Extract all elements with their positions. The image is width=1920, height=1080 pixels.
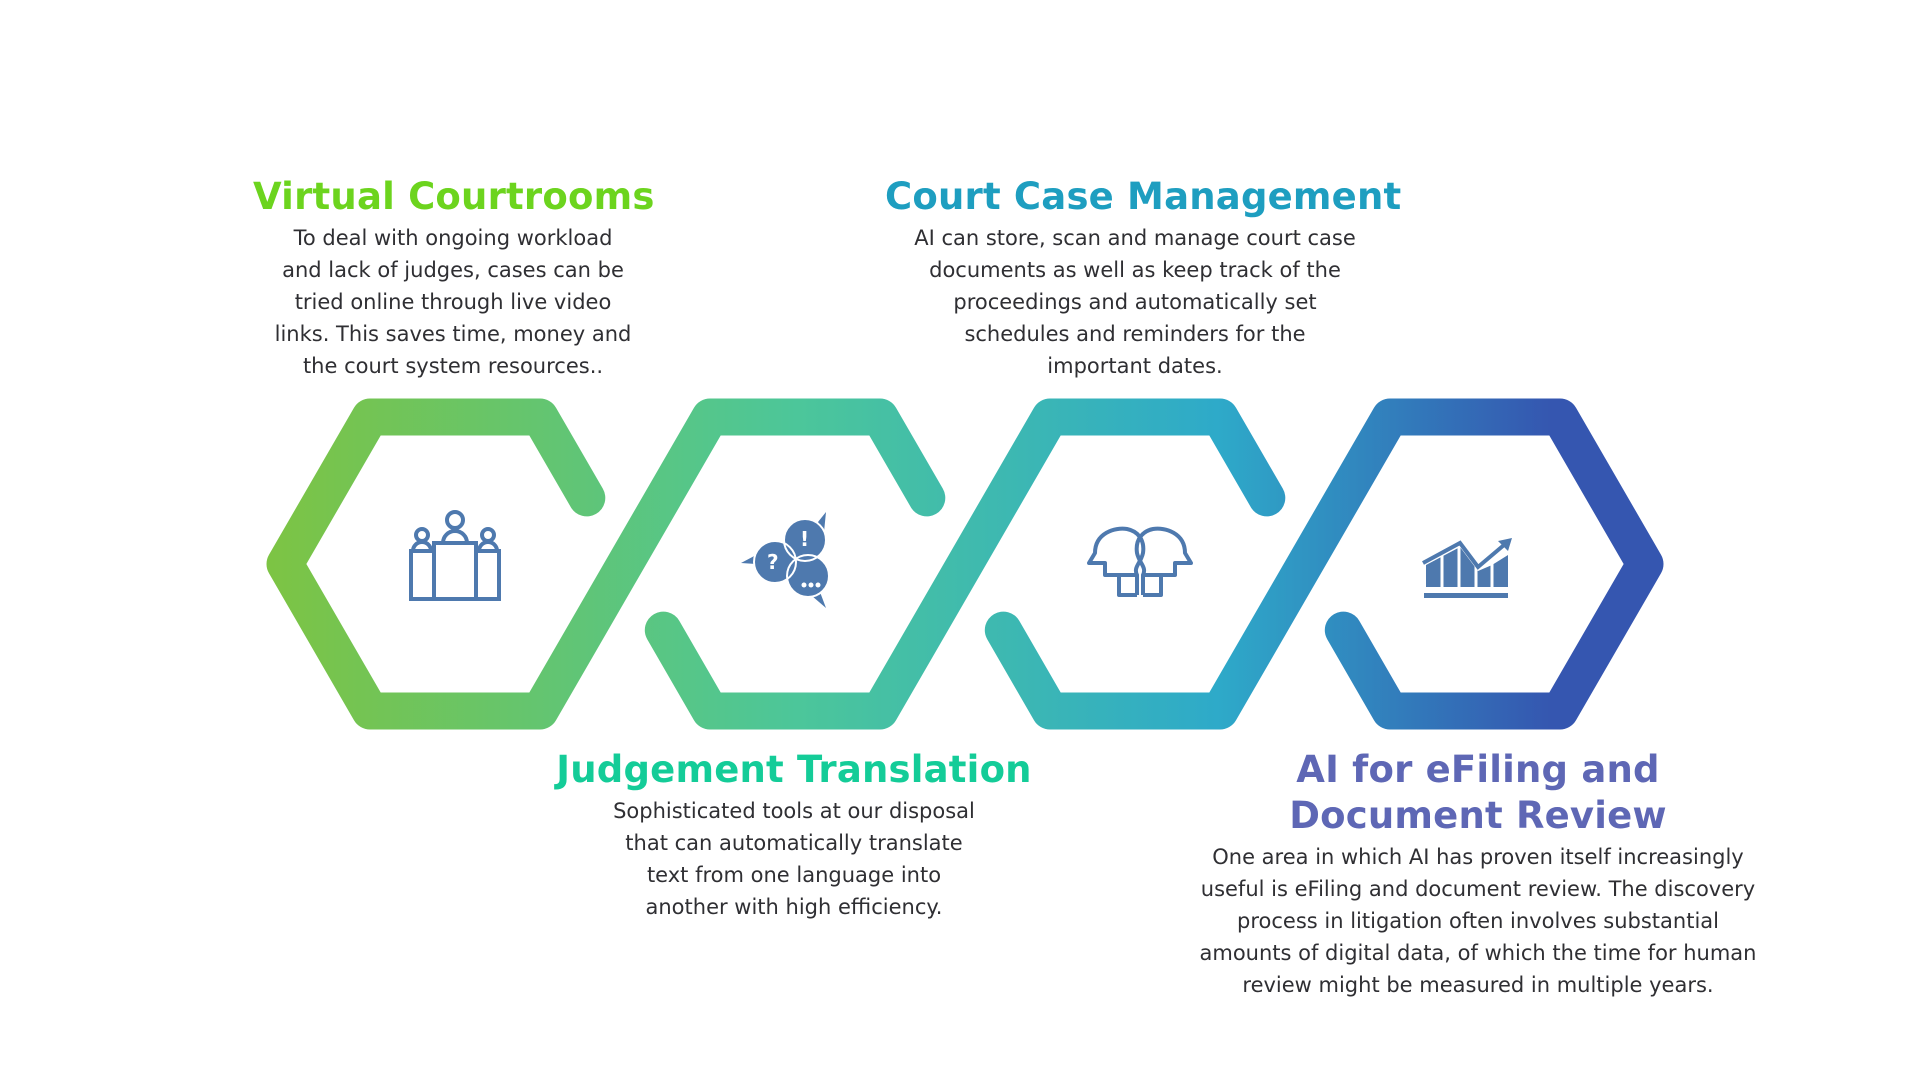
description-line: schedules and reminders for the <box>964 322 1306 346</box>
description-line: review might be measured in multiple yea… <box>1242 973 1714 997</box>
description-line: important dates. <box>1047 354 1223 378</box>
svg-text:?: ? <box>767 550 779 574</box>
description-line: amounts of digital data, of which the ti… <box>1199 941 1757 965</box>
speech-bubbles-translation-icon: !? <box>741 512 830 608</box>
description-line: proceedings and automatically set <box>953 290 1317 314</box>
description-line: One area in which AI has proven itself i… <box>1212 845 1744 869</box>
two-heads-icon <box>1087 526 1193 597</box>
svg-text:!: ! <box>800 527 809 551</box>
description-line: and lack of judges, cases can be <box>282 258 624 282</box>
description-line: the court system resources.. <box>302 354 604 378</box>
item-title: AI for eFiling and Document Review <box>1158 747 1798 839</box>
item-description: Sophisticated tools at our disposal that… <box>544 795 1044 923</box>
item-court-case-management: Court Case Management AI can store, scan… <box>885 174 1402 382</box>
description-line: links. This saves time, money and <box>274 322 632 346</box>
description-line: text from one language into <box>646 863 942 887</box>
item-judgement-translation: Judgement Translation Sophisticated tool… <box>544 747 1044 923</box>
description-line: documents as well as keep track of the <box>929 258 1341 282</box>
item-description: AI can store, scan and manage court case… <box>885 222 1385 382</box>
courtroom-judges-icon <box>409 510 501 601</box>
item-title: Virtual Courtrooms <box>253 175 655 218</box>
description-line: tried online through live video <box>294 290 612 314</box>
item-virtual-courtrooms: Virtual Courtrooms To deal with ongoing … <box>253 174 655 382</box>
description-line: another with high efficiency. <box>645 895 943 919</box>
description-line: useful is eFiling and document review. T… <box>1200 877 1756 901</box>
item-description: To deal with ongoing workload and lack o… <box>253 222 653 382</box>
description-line: that can automatically translate <box>625 831 963 855</box>
title-line: AI for eFiling and <box>1296 748 1660 791</box>
description-line: Sophisticated tools at our disposal <box>613 799 975 823</box>
item-description: One area in which AI has proven itself i… <box>1158 841 1798 1001</box>
description-line: To deal with ongoing workload <box>293 226 613 250</box>
item-title: Judgement Translation <box>556 748 1032 791</box>
title-line: Document Review <box>1289 794 1667 837</box>
description-line: process in litigation often involves sub… <box>1237 909 1719 933</box>
item-efiling-document-review: AI for eFiling and Document Review One a… <box>1158 747 1798 1001</box>
growth-chart-icon <box>1422 538 1512 598</box>
hexagon-path-3 <box>984 398 1664 730</box>
hexagon-path-2 <box>644 398 1286 730</box>
description-line: AI can store, scan and manage court case <box>914 226 1356 250</box>
item-title: Court Case Management <box>885 175 1402 218</box>
hexagon-path-1 <box>266 398 946 730</box>
